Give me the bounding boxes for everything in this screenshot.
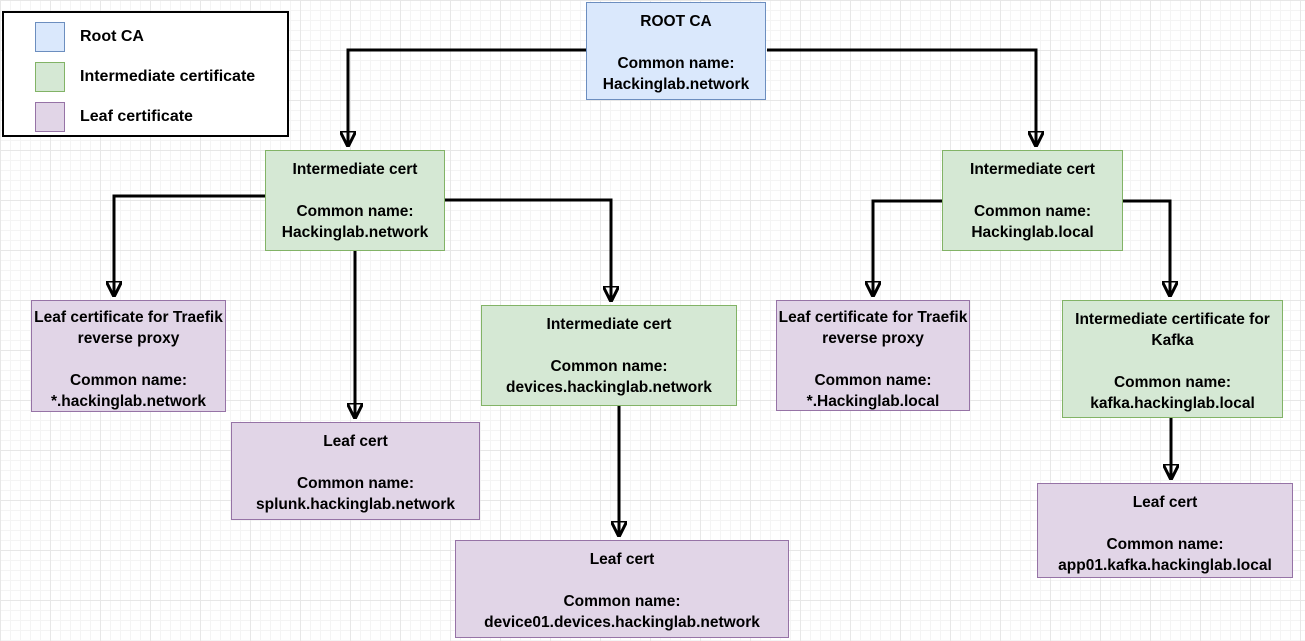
legend-label: Intermediate certificate: [80, 68, 256, 85]
node-common-name-block: Common name: Hackinglab.network: [587, 53, 765, 95]
node-leaf-traefik-network[interactable]: Leaf certificate for Traefik reverse pro…: [31, 300, 226, 412]
node-title: Leaf cert: [589, 551, 655, 568]
node-leaf-traefik-local[interactable]: Leaf certificate for Traefik reverse pro…: [776, 300, 970, 411]
node-title: Intermediate cert: [292, 161, 418, 178]
node-title: Leaf cert: [323, 433, 388, 450]
node-common-name-block: Common name: splunk.hackinglab.network: [232, 473, 479, 515]
common-name-value: Hackinglab.network: [602, 76, 750, 93]
node-title: Intermediate cert: [970, 161, 1095, 178]
legend-item-leaf: Leaf certificate: [35, 102, 287, 132]
common-name-label: Common name:: [296, 475, 415, 492]
node-common-name-block: Common name: app01.kafka.hackinglab.loca…: [1038, 534, 1292, 576]
leaf-color-swatch: [35, 102, 65, 132]
node-common-name-block: Common name: *.Hackinglab.local: [777, 370, 969, 412]
node-int-devices[interactable]: Intermediate cert Common name: devices.h…: [481, 305, 737, 406]
edge-root-ca-to-int-network: [348, 48, 586, 144]
node-common-name-block: Common name: device01.devices.hackinglab…: [456, 591, 788, 633]
node-int-network[interactable]: Intermediate cert Common name: Hackingla…: [265, 150, 445, 251]
node-common-name-block: Common name: devices.hackinglab.network: [482, 356, 736, 398]
common-name-label: Common name:: [550, 358, 668, 375]
node-title: ROOT CA: [640, 13, 712, 30]
node-title: Leaf certificate for Traefik reverse pro…: [34, 309, 223, 347]
common-name-label: Common name:: [617, 55, 735, 72]
node-common-name-block: Common name: Hackinglab.network: [266, 201, 444, 243]
node-int-local[interactable]: Intermediate cert Common name: Hackingla…: [942, 150, 1123, 251]
common-name-label: Common name:: [296, 203, 414, 220]
node-leaf-splunk[interactable]: Leaf cert Common name: splunk.hackinglab…: [231, 422, 480, 520]
legend-item-intermediate: Intermediate certificate: [35, 62, 287, 92]
common-name-value: device01.devices.hackinglab.network: [484, 614, 760, 631]
node-title: Leaf certificate for Traefik reverse pro…: [778, 309, 968, 347]
node-leaf-app01[interactable]: Leaf cert Common name: app01.kafka.hacki…: [1037, 483, 1293, 578]
edge-int-network-to-leaf-traefik-network: [114, 194, 265, 294]
intermediate-color-swatch: [35, 62, 65, 92]
root-ca-color-swatch: [35, 22, 65, 52]
node-common-name-block: Common name: *.hackinglab.network: [32, 370, 225, 412]
common-name-value: Hackinglab.local: [971, 224, 1094, 241]
node-root-ca[interactable]: ROOT CA Common name: Hackinglab.network: [586, 2, 766, 100]
edge-int-local-to-int-kafka: [1123, 199, 1170, 294]
common-name-value: Hackinglab.network: [281, 224, 429, 241]
legend-label: Leaf certificate: [80, 108, 193, 125]
common-name-value: app01.kafka.hackinglab.local: [1058, 557, 1272, 574]
legend-label: Root CA: [80, 28, 144, 45]
common-name-label: Common name:: [814, 372, 932, 389]
common-name-label: Common name:: [69, 372, 188, 389]
legend-item-root-ca: Root CA: [35, 22, 287, 52]
common-name-label: Common name:: [973, 203, 1092, 220]
edge-root-ca-to-int-local: [767, 48, 1036, 144]
node-title: Intermediate cert: [546, 316, 672, 333]
common-name-value: splunk.hackinglab.network: [256, 496, 455, 513]
common-name-label: Common name:: [1113, 374, 1232, 391]
edge-int-local-to-leaf-traefik-local: [873, 199, 942, 294]
common-name-label: Common name:: [563, 593, 681, 610]
node-int-kafka[interactable]: Intermediate certificate for Kafka Commo…: [1062, 300, 1283, 418]
edge-int-network-to-int-devices: [445, 198, 611, 299]
node-title: Intermediate certificate for Kafka: [1075, 311, 1270, 349]
legend[interactable]: Root CA Intermediate certificate Leaf ce…: [2, 11, 289, 137]
node-common-name-block: Common name: Hackinglab.local: [943, 201, 1122, 243]
common-name-label: Common name:: [1106, 536, 1224, 553]
common-name-value: *.Hackinglab.local: [806, 393, 940, 410]
common-name-value: *.hackinglab.network: [50, 393, 207, 410]
node-title: Leaf cert: [1132, 494, 1198, 511]
node-leaf-device01[interactable]: Leaf cert Common name: device01.devices.…: [455, 540, 789, 638]
common-name-value: kafka.hackinglab.local: [1090, 395, 1255, 412]
node-common-name-block: Common name: kafka.hackinglab.local: [1063, 372, 1282, 414]
common-name-value: devices.hackinglab.network: [506, 379, 712, 396]
